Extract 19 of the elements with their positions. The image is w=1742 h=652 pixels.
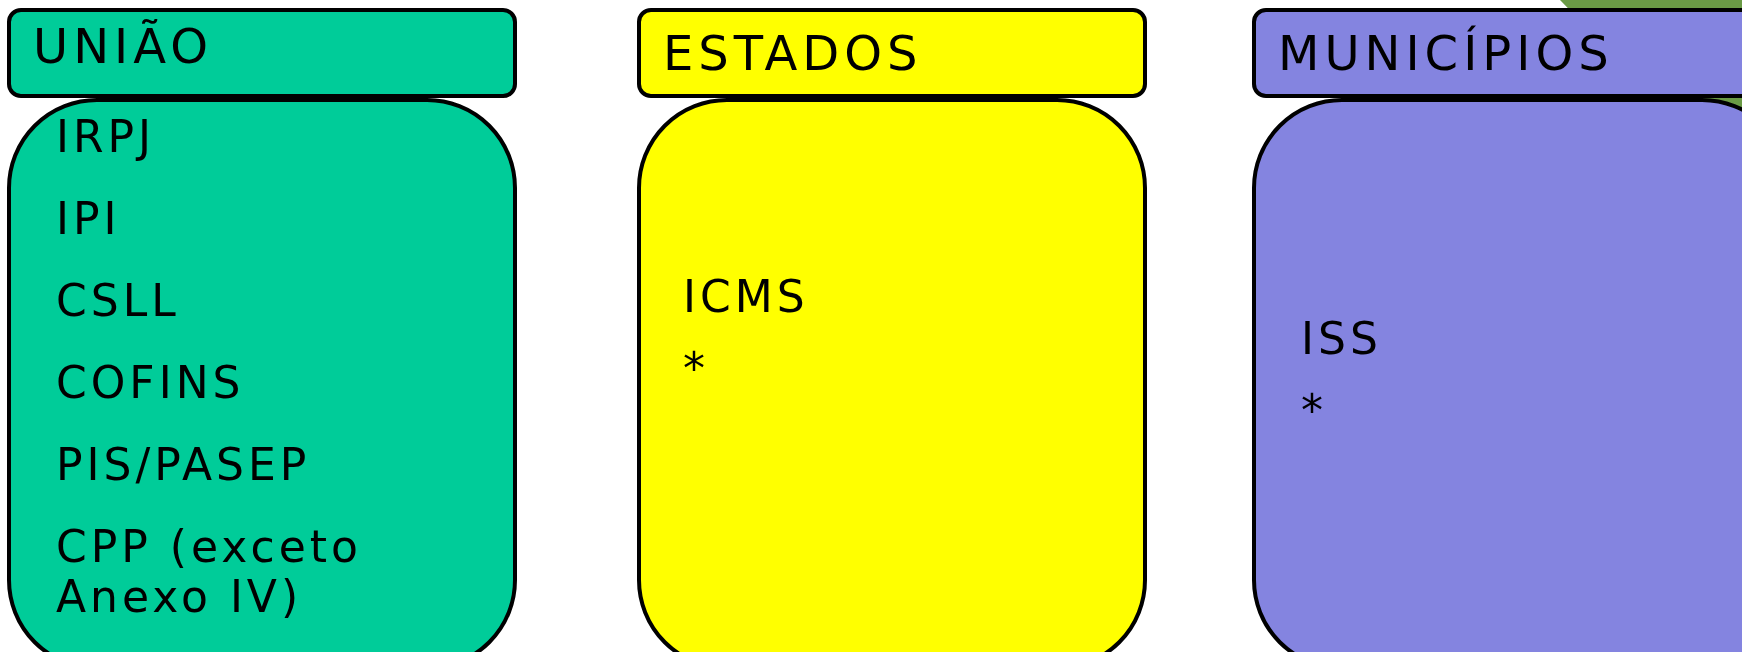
tax-item: IRPJ — [56, 112, 157, 162]
tax-item: ISS — [1301, 314, 1383, 364]
tax-list-box — [7, 98, 517, 652]
header-text: MUNICÍPIOS — [1278, 25, 1614, 81]
tax-list-box — [1252, 98, 1742, 652]
tax-item: CPP (exceto Anexo IV) — [56, 522, 363, 622]
tax-item: COFINS — [56, 358, 246, 408]
tax-item: * — [1301, 386, 1328, 436]
tax-item: CSLL — [56, 276, 181, 326]
tax-item: PIS/PASEP — [56, 440, 312, 490]
header-text: UNIÃO — [33, 18, 213, 74]
header-text: ESTADOS — [663, 25, 923, 81]
tax-item: * — [683, 344, 710, 394]
tax-item: ICMS — [683, 272, 810, 322]
tax-list-box — [637, 98, 1147, 652]
header-box — [637, 8, 1147, 98]
header-box — [7, 8, 517, 98]
header-box — [1252, 8, 1742, 98]
tax-item: IPI — [56, 194, 122, 244]
